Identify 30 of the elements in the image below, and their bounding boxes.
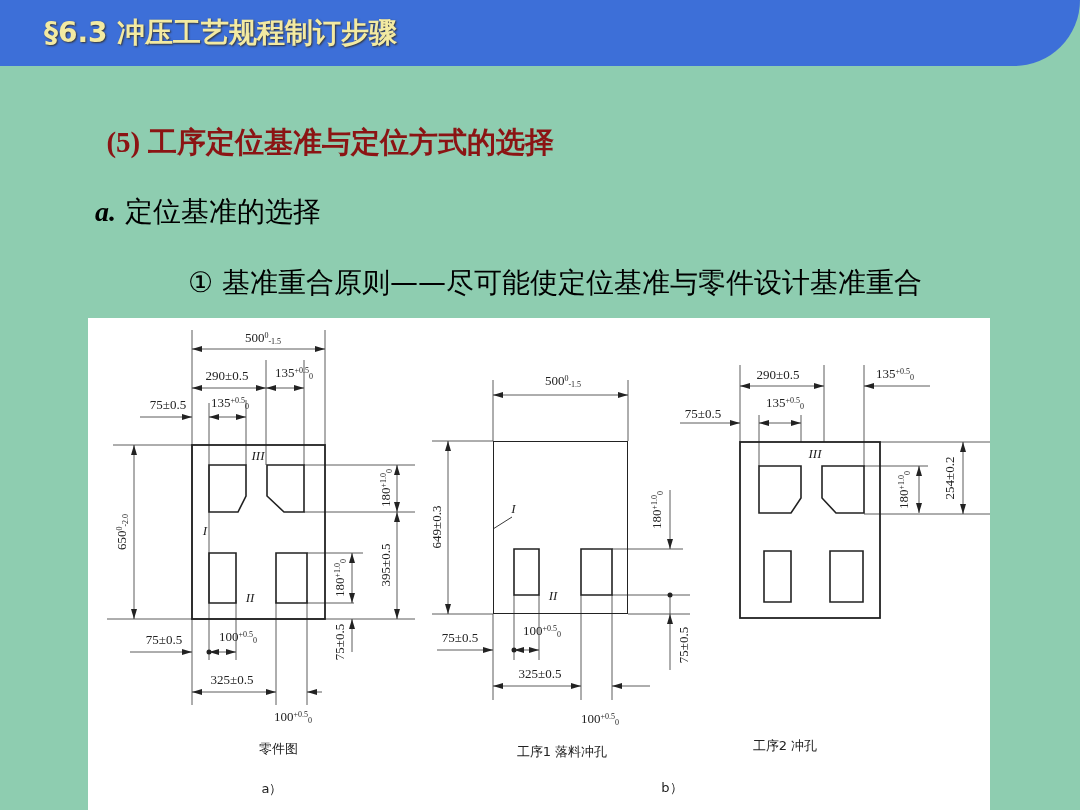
dimension-label: 75±0.5 <box>332 623 346 661</box>
plate-outline <box>493 441 628 614</box>
dimension-label: 75±0.5 <box>684 406 722 420</box>
figure-caption: b） <box>661 780 683 794</box>
surface-label: II <box>245 590 255 604</box>
dimension-label: 290±0.5 <box>205 368 249 382</box>
dimension-label: 395±0.5 <box>378 543 392 587</box>
section-heading: (5) 工序定位基准与定位方式的选择 <box>106 125 554 161</box>
dimension-label: 325±0.5 <box>518 666 562 680</box>
dimension-label: 325±0.5 <box>210 672 254 686</box>
surface-label: I <box>511 502 516 516</box>
dimension-label: 254±0.2 <box>942 456 956 500</box>
figure-caption: a） <box>261 781 283 795</box>
dimension-label: 290±0.5 <box>756 367 800 381</box>
dimension-label: 649±0.3 <box>429 505 443 549</box>
figure-caption: 零件图 <box>258 741 298 755</box>
dimension-label: 75±0.5 <box>676 626 690 664</box>
surface-label: II <box>548 588 558 602</box>
subheading: ① 基准重合原则——尽可能使定位基准与零件设计基准重合 <box>188 265 922 301</box>
surface-label: III <box>251 448 265 462</box>
leader-line <box>492 516 513 530</box>
figure-caption: 工序1 落料冲孔 <box>516 744 608 758</box>
surface-label: I <box>202 523 208 537</box>
slide-title: §6.3 冲压工艺规程制订步骤 <box>44 15 398 51</box>
dimension-label: 75±0.5 <box>149 397 187 411</box>
subheading: a. 定位基准的选择 <box>95 194 321 230</box>
dimension-label: 75±0.5 <box>441 630 479 644</box>
figure-caption: 工序2 冲孔 <box>752 738 818 752</box>
dimension-label: 75±0.5 <box>145 632 183 646</box>
surface-label: III <box>808 446 822 460</box>
